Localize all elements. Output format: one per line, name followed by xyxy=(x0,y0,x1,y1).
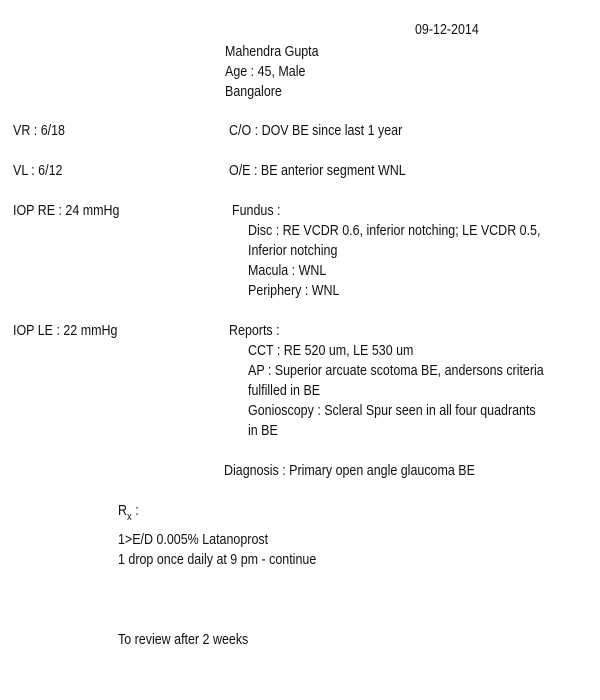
complaint: C/O : DOV BE since last 1 year xyxy=(229,123,403,139)
vision-left: VL : 6/12 xyxy=(13,163,63,179)
report-line: in BE xyxy=(248,423,278,439)
rx-line: 1 drop once daily at 9 pm - continue xyxy=(118,552,317,568)
fundus-line: Periphery : WNL xyxy=(248,283,340,299)
report-line: Gonioscopy : Scleral Spur seen in all fo… xyxy=(248,403,536,419)
fundus-line: Macula : WNL xyxy=(248,263,327,279)
followup: To review after 2 weeks xyxy=(118,632,249,648)
fundus-line: Inferior notching xyxy=(248,243,338,259)
examination: O/E : BE anterior segment WNL xyxy=(229,163,406,179)
patient-city: Bangalore xyxy=(225,84,282,100)
report-line: fulfilled in BE xyxy=(248,383,321,399)
report-line: AP : Superior arcuate scotoma BE, anders… xyxy=(248,363,544,379)
fundus-heading: Fundus : xyxy=(232,203,281,219)
patient-name: Mahendra Gupta xyxy=(225,44,319,60)
iop-right: IOP RE : 24 mmHg xyxy=(13,203,120,219)
iop-left: IOP LE : 22 mmHg xyxy=(13,323,118,339)
report-line: CCT : RE 520 um, LE 530 um xyxy=(248,343,414,359)
date: 09-12-2014 xyxy=(415,22,479,38)
reports-heading: Reports : xyxy=(229,323,280,339)
vision-right: VR : 6/18 xyxy=(13,123,65,139)
fundus-line: Disc : RE VCDR 0.6, inferior notching; L… xyxy=(248,223,541,239)
patient-age-sex: Age : 45, Male xyxy=(225,64,306,80)
rx-symbol: Rx : xyxy=(118,503,139,523)
rx-line: 1>E/D 0.005% Latanoprost xyxy=(118,532,269,548)
diagnosis: Diagnosis : Primary open angle glaucoma … xyxy=(224,463,475,479)
